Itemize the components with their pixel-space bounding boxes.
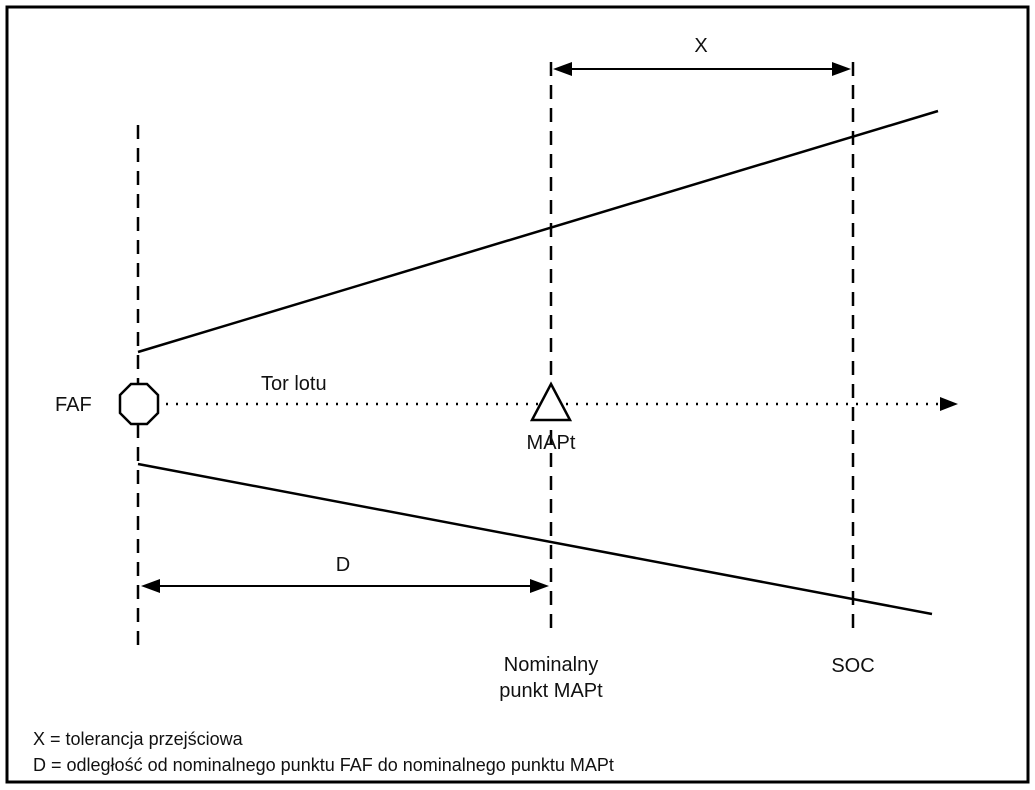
x-arrow-right-icon [832,62,851,76]
mapt-label: MAPt [527,432,576,454]
legend-d-definition: D = odległość od nominalnego punktu FAF … [33,755,614,775]
nominalny-label-line1: Nominalny [504,654,598,676]
x-label: X [694,35,707,57]
faf-label: FAF [55,394,92,416]
upper-boundary-line [137,109,939,354]
legend-x-definition: X = tolerancja przejściowa [33,729,244,749]
triangle-icon [529,381,573,422]
soc-label: SOC [831,655,874,677]
x-arrow-left-icon [553,62,572,76]
arrowhead-icon [940,397,958,411]
d-label: D [336,554,350,576]
octagon-icon [118,382,160,426]
tor-lotu-label: Tor lotu [261,373,327,395]
d-arrow-left-icon [141,579,160,593]
nominalny-label-line2: punkt MAPt [499,680,603,702]
diagram-frame [5,5,1030,784]
d-arrow-right-icon [530,579,549,593]
lower-boundary-line [137,462,933,616]
